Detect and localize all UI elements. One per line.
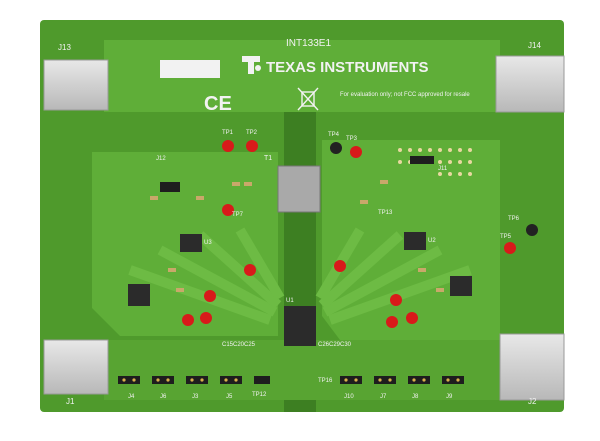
connector-j14 — [495, 55, 565, 113]
right-radial-traces — [315, 227, 472, 325]
passive-components — [150, 180, 444, 292]
label-j13: J13 — [58, 43, 71, 52]
label-tp16: TP16 — [318, 378, 333, 384]
connector-j2 — [499, 333, 565, 401]
testpoints-black — [330, 142, 538, 236]
ic-u1 — [284, 306, 316, 346]
ic-right-lower — [450, 276, 472, 296]
ic-u3 — [180, 234, 202, 252]
ce-mark: CE — [204, 93, 232, 115]
label-j12: J12 — [156, 156, 166, 162]
label-j5: J5 — [226, 394, 233, 400]
testpoints-red — [182, 140, 516, 328]
label-tp12: TP12 — [252, 392, 267, 398]
label-j1: J1 — [66, 397, 75, 406]
connector-j1 — [43, 339, 109, 395]
bottom-pin-headers — [118, 376, 464, 384]
label-j3: J3 — [192, 394, 199, 400]
ti-logo-icon — [242, 56, 261, 74]
label-j2: J2 — [528, 397, 537, 406]
label-tp3: TP3 — [346, 136, 358, 142]
header-j11 — [410, 156, 434, 164]
label-tp6: TP6 — [508, 216, 520, 222]
label-u2: U2 — [428, 238, 436, 244]
label-j10: J10 — [344, 394, 354, 400]
label-j8: J8 — [412, 394, 419, 400]
label-tp5: TP5 — [500, 234, 512, 240]
label-tp2: TP2 — [246, 130, 258, 136]
blank-label-block — [160, 60, 220, 78]
label-u3: U3 — [204, 240, 212, 246]
label-j6: J6 — [160, 394, 167, 400]
label-u1: U1 — [286, 298, 294, 304]
label-tp4: TP4 — [328, 132, 340, 138]
part-number: INT133E1 — [286, 38, 331, 49]
brand-text: TEXAS INSTRUMENTS — [266, 59, 429, 76]
label-j14: J14 — [528, 41, 541, 50]
label-t1: T1 — [264, 155, 272, 162]
label-tp1: TP1 — [222, 130, 234, 136]
left-radial-traces — [128, 227, 285, 325]
label-j9: J9 — [446, 394, 453, 400]
label-c15c20c25: C15C20C25 — [222, 342, 256, 348]
transformer-t1 — [277, 165, 321, 213]
label-tp13: TP13 — [378, 210, 393, 216]
label-j11: J11 — [438, 166, 448, 172]
bottom-pour — [104, 340, 504, 400]
bottom-pin-gold — [122, 378, 460, 382]
label-j7: J7 — [380, 394, 387, 400]
ic-u2 — [404, 232, 426, 250]
label-j4: J4 — [128, 394, 135, 400]
label-c26c29c30: C26C29C30 — [318, 342, 352, 348]
fcc-notice: For evaluation only; not FCC approved fo… — [340, 92, 470, 98]
label-tp7: TP7 — [232, 212, 244, 218]
ic-left-lower — [128, 284, 150, 306]
connector-j13 — [43, 59, 109, 111]
header-j12 — [160, 182, 180, 192]
weee-bin-icon — [297, 87, 319, 111]
